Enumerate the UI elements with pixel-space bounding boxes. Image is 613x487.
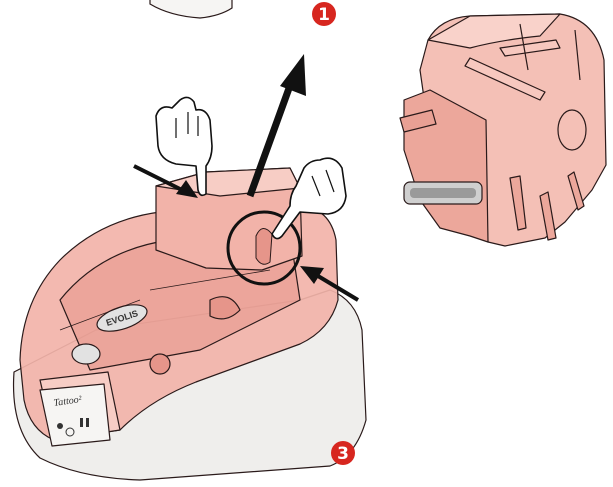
panel-indicator-icon (86, 418, 89, 427)
step-badge-icon: 3 (331, 441, 355, 465)
printer-control-panel (40, 384, 110, 446)
previous-step-fragment (150, 0, 232, 18)
printer-power-button (72, 344, 100, 364)
cartridge-side-latch (558, 110, 586, 150)
step-number-3: 3 (337, 444, 349, 464)
cartridge-roller-core (410, 188, 476, 198)
latch-tab (256, 228, 272, 264)
step-number-1: 1 (318, 5, 330, 25)
printer-side-knob (150, 354, 170, 374)
ribbon-cartridge (400, 14, 606, 246)
panel-indicator-icon (80, 418, 83, 427)
step-badge-icon: 1 (312, 2, 336, 26)
panel-led-icon (57, 423, 63, 429)
